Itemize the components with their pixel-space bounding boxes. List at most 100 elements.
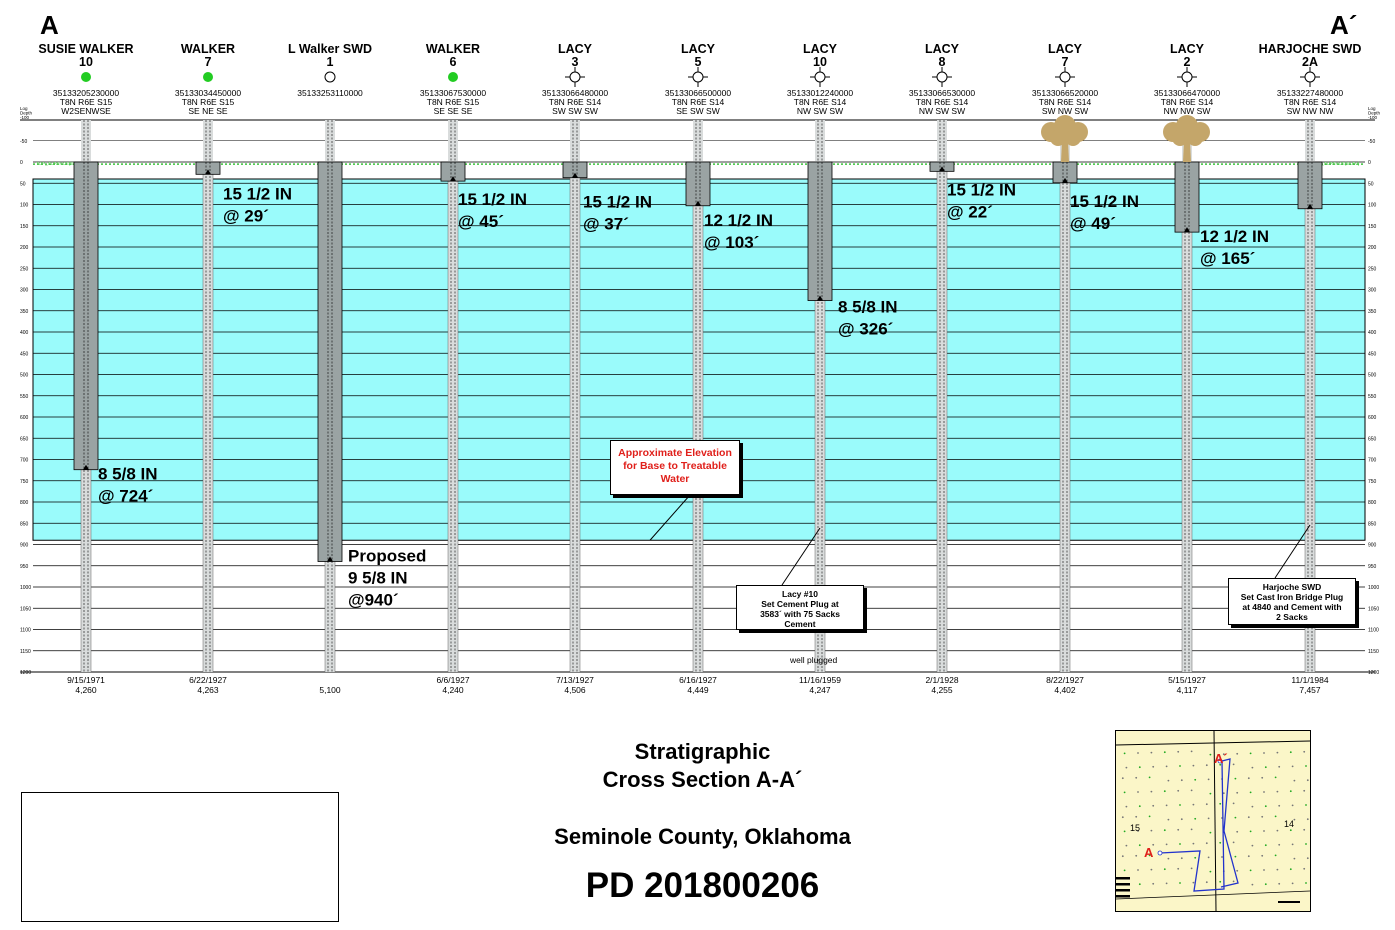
inset-well-dot: [1207, 856, 1210, 859]
inset-well-dot: [1150, 751, 1153, 754]
depth-tick-left: 550: [20, 394, 29, 400]
well-api: 35133205230000: [53, 88, 119, 98]
inset-well-dot: [1123, 869, 1126, 872]
depth-tick-left: 1050: [20, 606, 31, 612]
inset-well-dot: [1276, 829, 1279, 832]
casing-label: 8 5/8 IN: [838, 298, 898, 317]
well-date: 6/22/1927: [189, 675, 227, 685]
depth-tick-right: 1000: [1368, 585, 1379, 591]
casing-label: @ 29´: [223, 206, 269, 225]
depth-tick-right: 150: [1368, 224, 1377, 230]
depth-tick-left: 300: [20, 288, 29, 294]
inset-well-dot: [1278, 804, 1281, 807]
well-api: 35133066480000: [542, 88, 608, 98]
inset-well-dot: [1236, 869, 1239, 872]
title-line-2: Cross Section A-A´: [602, 767, 803, 792]
casing-shoe-marker: [205, 169, 211, 175]
depth-tick-left: 1000: [20, 585, 31, 591]
inset-well-dot: [1303, 750, 1306, 753]
well-total-depth: 4,449: [687, 685, 709, 695]
depth-tick-right: 0: [1368, 160, 1371, 166]
wellbore-fill: [448, 120, 458, 672]
inset-well-dot: [1163, 751, 1166, 754]
inset-well-dot: [1152, 804, 1155, 807]
casing-shoe-marker: [83, 464, 89, 470]
treatable-water-callout: Approximate Elevation for Base to Treata…: [610, 440, 740, 495]
inset-well-dot: [1148, 776, 1151, 779]
inset-well-dot: [1192, 881, 1195, 884]
inset-well-dot: [1278, 843, 1281, 846]
inset-well-dot: [1194, 856, 1197, 859]
inset-well-dot: [1205, 803, 1208, 806]
inset-well-dot: [1249, 830, 1252, 833]
inset-well-dot: [1263, 830, 1265, 832]
depth-tick-right: 550: [1368, 394, 1377, 400]
inset-road-marker: [1116, 877, 1130, 880]
casing-shoe-marker: [327, 556, 333, 562]
tree-canopy: [1187, 130, 1203, 146]
inset-well-dot: [1179, 882, 1181, 884]
inset-well-dot: [1232, 802, 1235, 805]
tree-icon: [1163, 115, 1210, 162]
inset-well-dot: [1152, 765, 1155, 768]
inset-well-dot: [1209, 753, 1212, 756]
inset-well-dot: [1137, 752, 1139, 754]
depth-tick-left: 700: [20, 458, 29, 464]
plugged-well-icon-ring: [569, 71, 581, 83]
inset-well-dot: [1219, 880, 1222, 883]
inset-road-marker: [1116, 895, 1130, 898]
inset-well-dot: [1207, 778, 1210, 781]
depth-tick-right: 1050: [1368, 606, 1379, 612]
case-number: PD 201800206: [585, 866, 820, 905]
surface-casing: [685, 161, 711, 207]
casing-shoe-marker: [572, 172, 578, 178]
tree-icon: [1041, 115, 1088, 162]
inset-well-dot: [1121, 855, 1124, 858]
casing-label: @ 165´: [1200, 249, 1255, 268]
inset-well-dot: [1305, 804, 1307, 806]
depth-tick-left: 1150: [20, 649, 31, 655]
inset-label-a-prime: A´: [1214, 751, 1228, 766]
well-api: 35133253110000: [297, 88, 363, 98]
well-number: 1: [327, 55, 334, 69]
inset-well-dot: [1263, 869, 1265, 871]
casing-label: 15 1/2 IN: [947, 180, 1016, 199]
surface-casing: [73, 161, 99, 471]
tree-canopy: [1050, 130, 1066, 146]
well-total-depth: 7,457: [1299, 685, 1321, 695]
inset-well-dot: [1190, 750, 1193, 753]
inset-well-dot: [1232, 880, 1235, 883]
well-sublocation: NW NW SW: [1164, 106, 1211, 116]
well-total-depth: 4,247: [809, 685, 831, 695]
wellbore-fill: [1305, 120, 1315, 672]
tree-trunk: [1061, 140, 1069, 162]
wellbore-fill: [693, 120, 703, 672]
well-date: 5/15/1927: [1168, 675, 1206, 685]
well-location: T8N R6E S14: [916, 97, 969, 107]
well-api: 35133066520000: [1032, 88, 1098, 98]
casing-shoe-marker: [1062, 177, 1068, 183]
well-api: 35133066500000: [665, 88, 731, 98]
inset-well-dot: [1179, 804, 1181, 806]
harjoche-plug-note: Harjoche SWD Set Cast Iron Bridge Plug a…: [1228, 578, 1356, 625]
depth-tick-right: 350: [1368, 309, 1377, 315]
inset-well-dot: [1264, 766, 1267, 769]
inset-well-dot: [1150, 868, 1153, 871]
inset-well-dot: [1251, 766, 1254, 769]
depth-header-right: -100: [1368, 115, 1378, 120]
casing-label: @ 724´: [98, 487, 153, 506]
plugged-well-icon-ring: [1304, 71, 1316, 83]
well-sublocation: NW SW SW: [919, 106, 965, 116]
well-number: 5: [695, 55, 702, 69]
well-name: LACY: [1048, 42, 1083, 56]
depth-tick-left: 350: [20, 309, 29, 315]
depth-tick-right: -50: [1368, 139, 1375, 145]
inset-well-dot: [1192, 764, 1195, 767]
depth-tick-left: 1200: [20, 670, 31, 676]
depth-tick-left: 850: [20, 521, 29, 527]
surface-casing: [317, 161, 343, 562]
note-line: Lacy #10: [782, 589, 818, 599]
well-location: T8N R6E S14: [549, 97, 602, 107]
inset-well-dot: [1236, 791, 1239, 794]
